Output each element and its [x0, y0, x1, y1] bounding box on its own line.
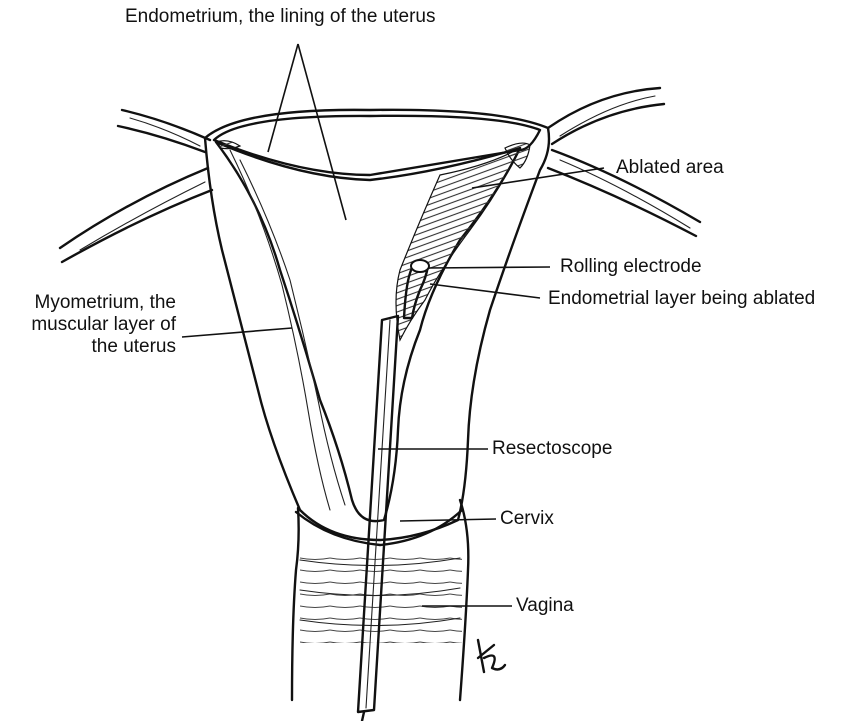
label-myometrium: Myometrium, the muscular layer of the ut…: [4, 292, 176, 358]
cervix: [292, 508, 299, 700]
label-rolling-electrode: Rolling electrode: [560, 256, 702, 278]
label-endometrium: Endometrium, the lining of the uterus: [125, 6, 436, 28]
label-vagina: Vagina: [516, 595, 574, 617]
label-resectoscope: Resectoscope: [492, 438, 612, 460]
label-myometrium-line1: Myometrium, the: [4, 292, 176, 314]
label-cervix: Cervix: [500, 508, 554, 530]
label-endometrial-layer: Endometrial layer being ablated: [548, 288, 815, 310]
left-fallopian-tube: [60, 110, 212, 262]
label-ablated-area: Ablated area: [616, 157, 724, 179]
ablated-area: [396, 148, 520, 340]
artist-signature: [478, 640, 505, 672]
label-myometrium-line2: muscular layer of: [4, 314, 176, 336]
label-myometrium-line3: the uterus: [4, 336, 176, 358]
